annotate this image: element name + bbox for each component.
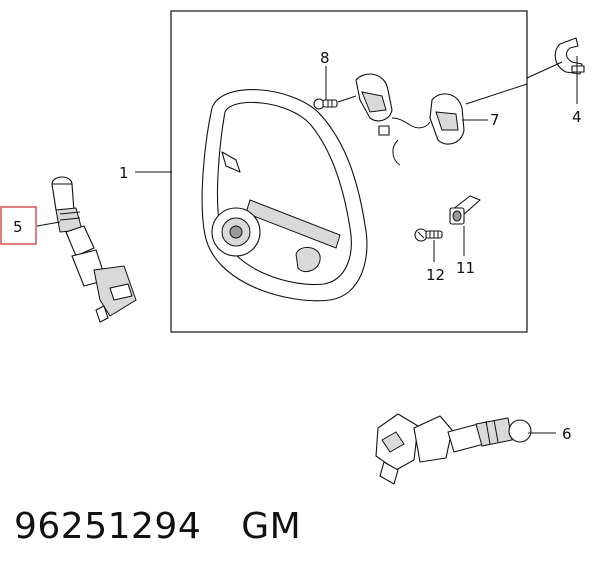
callout-1: 1: [119, 164, 129, 182]
callout-7: 7: [490, 111, 500, 129]
callout-8: 8: [320, 49, 330, 67]
combination-switch-part-6: [375, 413, 532, 485]
steering-wheel-part: [201, 89, 368, 302]
screw-part-8: [313, 98, 338, 110]
callout-5: 5: [13, 218, 23, 236]
switch-part-upper: [355, 73, 411, 136]
leader-line-7b: [465, 83, 528, 105]
nut-part-11: [449, 195, 481, 225]
bolt-part-12: [414, 228, 443, 242]
callout-12: 12: [426, 266, 445, 284]
clip-part-4: [554, 37, 585, 75]
callout-4: 4: [572, 108, 582, 126]
callout-5-highlight: [0, 206, 37, 245]
combination-switch-part-5: [51, 176, 137, 323]
callout-6: 6: [562, 425, 572, 443]
leader-line-8b: [337, 95, 357, 103]
leader-line-5: [36, 221, 61, 227]
switch-part-7: [392, 93, 465, 166]
part-number-caption: 96251294 GM: [14, 506, 341, 547]
brand-name: GM: [241, 506, 302, 547]
leader-line-4b: [526, 61, 563, 79]
part-number: 96251294: [14, 506, 202, 547]
callout-11: 11: [456, 259, 475, 277]
